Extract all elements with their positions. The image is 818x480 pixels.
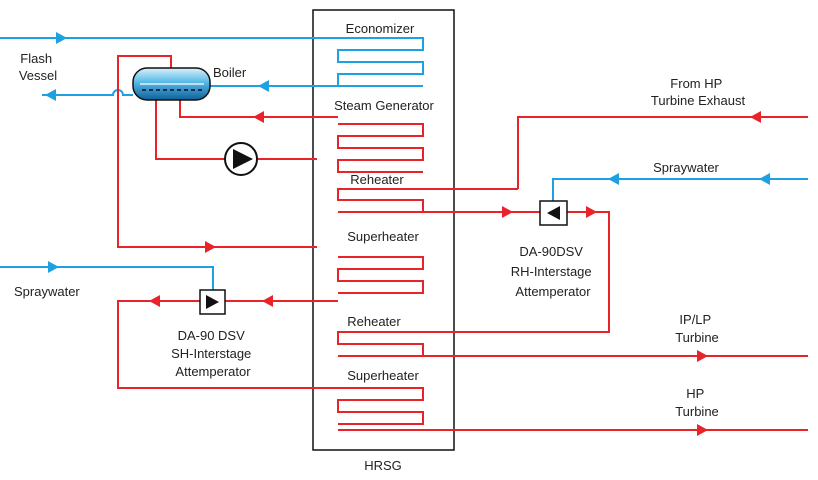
boiler-label: Boiler	[213, 65, 247, 80]
blue-arrow-left	[258, 80, 269, 92]
red-arrow-right	[697, 424, 708, 436]
blue-arrow-left	[759, 173, 770, 185]
flow-arrows	[45, 32, 770, 436]
steam-riser-to-superheater-line	[117, 55, 317, 248]
reheater-top-label: Reheater	[350, 172, 404, 187]
spraywater-left-line	[0, 266, 214, 290]
red-arrow-left	[262, 295, 273, 307]
spraywater-right-label: Spraywater	[653, 160, 719, 175]
superheater-mid-coil	[337, 256, 424, 294]
reheater-top-coil	[337, 188, 518, 213]
ip-lp-turbine-label-line-1: IP/LP	[679, 312, 711, 327]
hrsg-box	[312, 9, 455, 451]
rh-attemperator-label-line-3: Attemperator	[515, 284, 591, 299]
hp-turbine-label-line-2: Turbine	[675, 404, 719, 419]
ip-lp-turbine-label-line-2: Turbine	[675, 330, 719, 345]
boiler-downcomer-line	[155, 100, 225, 160]
ip-lp-turbine-label: IP/LP Turbine	[675, 312, 719, 345]
blue-arrow-left	[608, 173, 619, 185]
boiler-to-steam-generator-line	[179, 100, 338, 118]
steam-generator-label: Steam Generator	[334, 98, 434, 113]
flash-vessel-label-line-1: Flash	[20, 51, 52, 66]
rh-attemperator-label-line-1: DA-90DSV	[519, 244, 583, 259]
superheater-mid-label: Superheater	[347, 229, 419, 244]
spraywater-right-line	[552, 178, 808, 205]
flash-vessel-label: Flash Vessel	[19, 51, 57, 83]
sh-attemperator-label-line-1: DA-90 DSV	[178, 328, 246, 343]
from-hp-label-line-2: Turbine Exhaust	[651, 93, 746, 108]
steam-generator-coil	[337, 123, 424, 173]
blue-arrow-left	[45, 89, 56, 101]
from-hp-label-line-1: From HP	[670, 76, 722, 91]
reheater-lower-coil	[337, 331, 424, 357]
red-arrow-left	[253, 111, 264, 123]
from-hp-label: From HP Turbine Exhaust	[651, 76, 746, 108]
red-arrow-right	[697, 350, 708, 362]
blue-arrow-right	[56, 32, 67, 44]
economizer-coil	[317, 37, 424, 87]
pump-icon	[224, 142, 258, 176]
economizer-label: Economizer	[346, 21, 415, 36]
sh-attemperator-icon	[199, 289, 226, 315]
hp-exhaust-inlet-line	[517, 116, 808, 189]
sh-attemperator-label: DA-90 DSV SH-Interstage Attemperator	[171, 328, 255, 379]
reheater-lower-label: Reheater	[347, 314, 401, 329]
hrsg-label: HRSG	[364, 458, 402, 473]
hp-turbine-label-line-1: HP	[686, 386, 704, 401]
sh-attemperator-label-line-2: SH-Interstage	[171, 346, 251, 361]
sh-attemperator-label-line-3: Attemperator	[175, 364, 251, 379]
red-arrow-left	[149, 295, 160, 307]
rh-attemperator-icon	[539, 200, 568, 226]
hp-turbine-label: HP Turbine	[675, 386, 719, 419]
superheater-bottom-coil	[337, 387, 424, 425]
red-arrow-left	[750, 111, 761, 123]
red-arrow-right	[205, 241, 216, 253]
flash-vessel-label-line-2: Vessel	[19, 68, 57, 83]
blue-arrow-right	[48, 261, 59, 273]
spraywater-left-label: Spraywater	[14, 284, 80, 299]
superheater-bottom-label: Superheater	[347, 368, 419, 383]
red-arrow-right	[502, 206, 513, 218]
rh-attemperator-label-line-2: RH-Interstage	[511, 264, 592, 279]
rh-attemperator-label: DA-90DSV RH-Interstage Attemperator	[511, 244, 596, 299]
red-arrow-right	[586, 206, 597, 218]
